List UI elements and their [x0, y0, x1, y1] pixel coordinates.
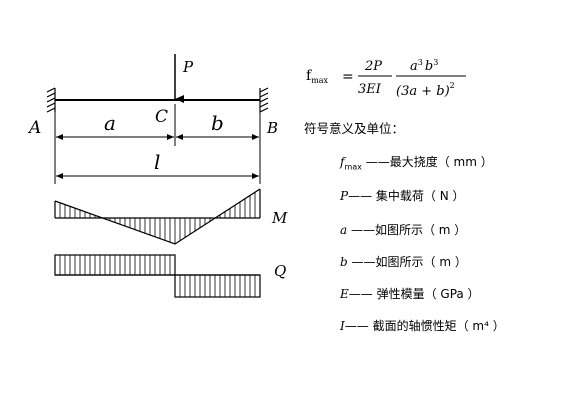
legend-item-a: a ——如图所示（ m ） [340, 223, 467, 237]
legend-item-e: E—— 弹性模量（ GPa ） [340, 287, 480, 301]
moment-label: M [271, 209, 288, 227]
formula-num-a: a [410, 59, 418, 74]
moment-hatch [59, 192, 256, 244]
right-support-label: B [266, 119, 278, 137]
legend-title: 符号意义及单位： [304, 121, 405, 136]
legend-item-p: P—— 集中载荷（ N ） [340, 189, 465, 203]
svg-text:fmax: fmax [306, 68, 329, 85]
formula-num-b: b [425, 59, 433, 74]
shear-diagram [54, 254, 261, 298]
segment-a-label: a [104, 111, 116, 135]
formula-f-sub: max [311, 76, 328, 85]
formula-f: f [306, 68, 313, 84]
formula-num-a-exp: 3 [418, 58, 423, 67]
formula-frac2-den-exp: 2 [450, 81, 455, 90]
shear-label: Q [274, 262, 286, 280]
formula-equals: = [342, 69, 354, 85]
shear-hatch [59, 255, 256, 297]
left-support-label: A [27, 118, 41, 138]
legend-item-i: I—— 截面的轴惯性矩（ m⁴ ） [340, 319, 505, 333]
legend-item-b: b ——如图所示（ m ） [340, 255, 467, 269]
formula-frac1-den: 3EI [358, 82, 382, 97]
svg-text:(3a + b)2: (3a + b)2 [396, 81, 455, 99]
segment-b-label: b [211, 111, 224, 135]
span-l-label: l [154, 150, 160, 174]
right-fixed-support [259, 87, 269, 113]
formula-frac2-den: (3a + b) [396, 84, 450, 99]
moment-diagram [54, 188, 261, 245]
dimension-extension-lines [54, 104, 261, 184]
formula-num-b-exp: 3 [433, 58, 438, 67]
legend-item-fmax: fmax ——最大挠度（ mm ） [340, 155, 493, 172]
load-point-label: C [155, 107, 168, 127]
formula-frac1-num: 2P [364, 59, 382, 74]
load-label: P [182, 58, 194, 76]
left-fixed-support [46, 87, 56, 113]
